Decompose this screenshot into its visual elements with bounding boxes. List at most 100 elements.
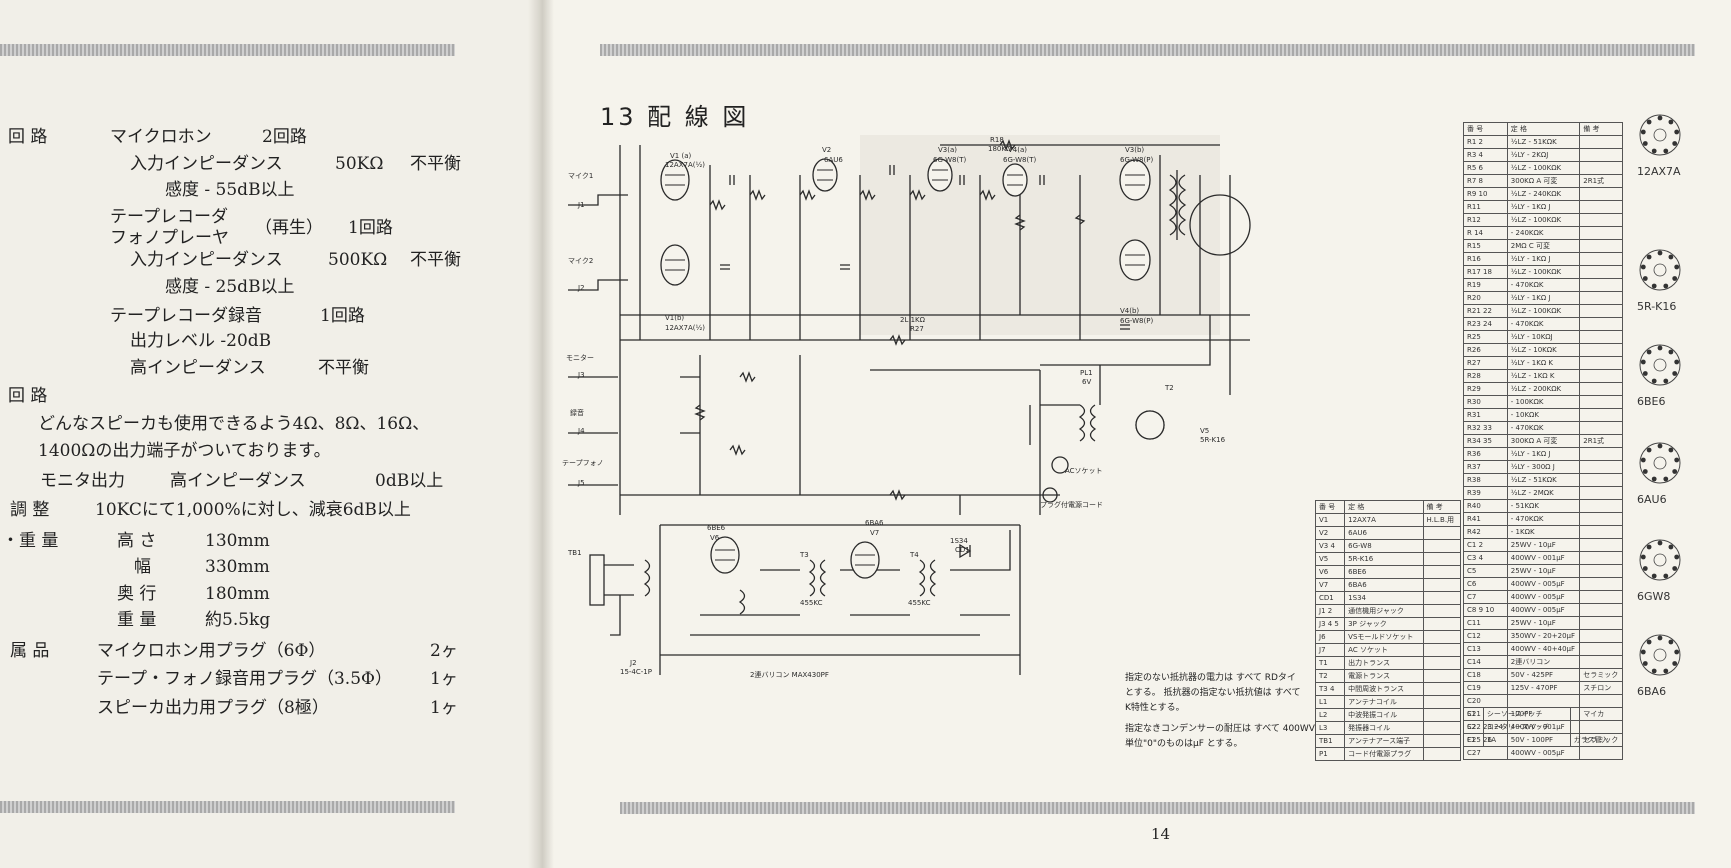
table-cell: F1: [1463, 733, 1484, 747]
schematic-label: 5R-K16: [1200, 436, 1226, 444]
table-cell: - 240KΩK: [1506, 226, 1581, 240]
table-cell: R42: [1463, 525, 1508, 539]
table-cell: 通信機用ジャック: [1344, 604, 1424, 618]
table-cell: R25: [1463, 330, 1508, 344]
table-cell: [1422, 604, 1462, 618]
spec-text: テープレコーダ録音: [110, 306, 262, 326]
schematic-label: マイク1: [568, 172, 593, 180]
schematic-label: R18: [990, 136, 1004, 144]
schematic-label: 455KC: [800, 599, 823, 607]
spec-text: スピーカ出力用プラグ（8極）: [97, 698, 329, 718]
table-cell: [1422, 721, 1462, 735]
spec-text: フォノプレーヤ: [110, 228, 229, 248]
table-cell: [1422, 747, 1462, 761]
schematic-label: T2: [1164, 384, 1174, 392]
spec-text: マイクロホン: [110, 127, 212, 147]
spec-text: モニタ出力: [40, 471, 125, 491]
schematic-label: V7: [870, 529, 879, 537]
schematic-label: 180KΩ: [988, 145, 1012, 153]
table-cell: 350WV - 20+20μF: [1506, 629, 1581, 643]
table-cell: ½LZ - 100KΩK: [1506, 265, 1581, 279]
note-line: 指定のない抵抗器の電力は すべて RDタイ: [1125, 673, 1296, 683]
tube-pin-icon: [1639, 344, 1681, 386]
note-line: 単位"0"のものはμF とする。: [1125, 739, 1243, 749]
table-cell: ½LY - 300Ω J: [1506, 460, 1581, 474]
top-stripe-left: [0, 44, 455, 56]
table-cell: L3: [1314, 721, 1346, 735]
table-cell: J3 4 5: [1314, 617, 1346, 631]
table-cell: 中間周波トランス: [1344, 682, 1424, 696]
table-cell: ½LZ - 240KΩK: [1506, 187, 1581, 201]
spec-text: ・重 量: [2, 531, 59, 551]
spec-text: 奥 行: [117, 584, 157, 604]
table-row: R23 24- 470KΩK: [1463, 317, 1623, 331]
left-page: [0, 0, 540, 868]
table-cell: [1569, 707, 1624, 721]
table-cell: - 51KΩK: [1506, 499, 1581, 513]
schematic-label: 6G-W8(T): [1003, 156, 1037, 164]
table-cell: 400WV - 005μF: [1506, 577, 1581, 591]
table-cell: - 470KΩK: [1506, 421, 1581, 435]
spec-text: どんなスピーカも使用できるよう4Ω、8Ω、16Ω、: [38, 414, 430, 434]
table-cell: V2: [1314, 526, 1346, 540]
table-cell: R 14: [1463, 226, 1508, 240]
spec-text: 2回路: [262, 127, 307, 147]
schematic-label: マイク2: [568, 257, 593, 265]
spec-text: 入力インピーダンス: [130, 154, 283, 174]
table-cell: C1 2: [1463, 538, 1508, 552]
spec-text: 500KΩ: [328, 250, 388, 270]
table-cell: 400WV - 005μF: [1506, 746, 1581, 760]
spec-text: 高インピーダンス: [170, 471, 306, 491]
table-cell: アンテナコイル: [1344, 695, 1424, 709]
tube-name: 6AU6: [1637, 493, 1667, 506]
table-cell: AC ソケット: [1344, 643, 1424, 657]
table-cell: R39: [1463, 486, 1508, 500]
table-cell: P1: [1314, 747, 1346, 761]
table-cell: R3 4: [1463, 148, 1508, 162]
table-cell: J6: [1314, 630, 1346, 644]
spec-text: 0dB以上: [375, 471, 444, 491]
schematic-label: 6G-W8(T): [933, 156, 967, 164]
schematic-label: J1: [577, 201, 585, 209]
spec-text: 出力レベル -20dB: [130, 331, 272, 351]
table-cell: 25WV - 10μF: [1506, 538, 1581, 552]
table-header-cell: 定 格: [1344, 500, 1424, 514]
tube-name: 12AX7A: [1637, 165, 1681, 178]
spec-text: 回 路: [8, 386, 48, 406]
table-cell: T2: [1314, 669, 1346, 683]
table-cell: 25WV - 10μF: [1506, 616, 1581, 630]
table-cell: 400WV - 005μF: [1506, 603, 1581, 617]
spec-text: 入力インピーダンス: [130, 250, 283, 270]
table-cell: R34 35: [1463, 434, 1508, 448]
table-cell: C18: [1463, 668, 1508, 682]
table-cell: CD1: [1314, 591, 1346, 605]
tube-pin-icon: [1639, 249, 1681, 291]
table-cell: R15: [1463, 239, 1508, 253]
table-cell: C11: [1463, 616, 1508, 630]
schematic-label: 6V: [1082, 378, 1091, 386]
schematic-label: V4(a): [1008, 146, 1027, 154]
table-cell: [1579, 746, 1623, 760]
table-cell: V1: [1314, 513, 1346, 527]
table-cell: R19: [1463, 278, 1508, 292]
table-cell: [1422, 669, 1462, 683]
table-cell: 300KΩ A 可変: [1506, 434, 1581, 448]
spec-text: 調 整: [10, 500, 50, 520]
